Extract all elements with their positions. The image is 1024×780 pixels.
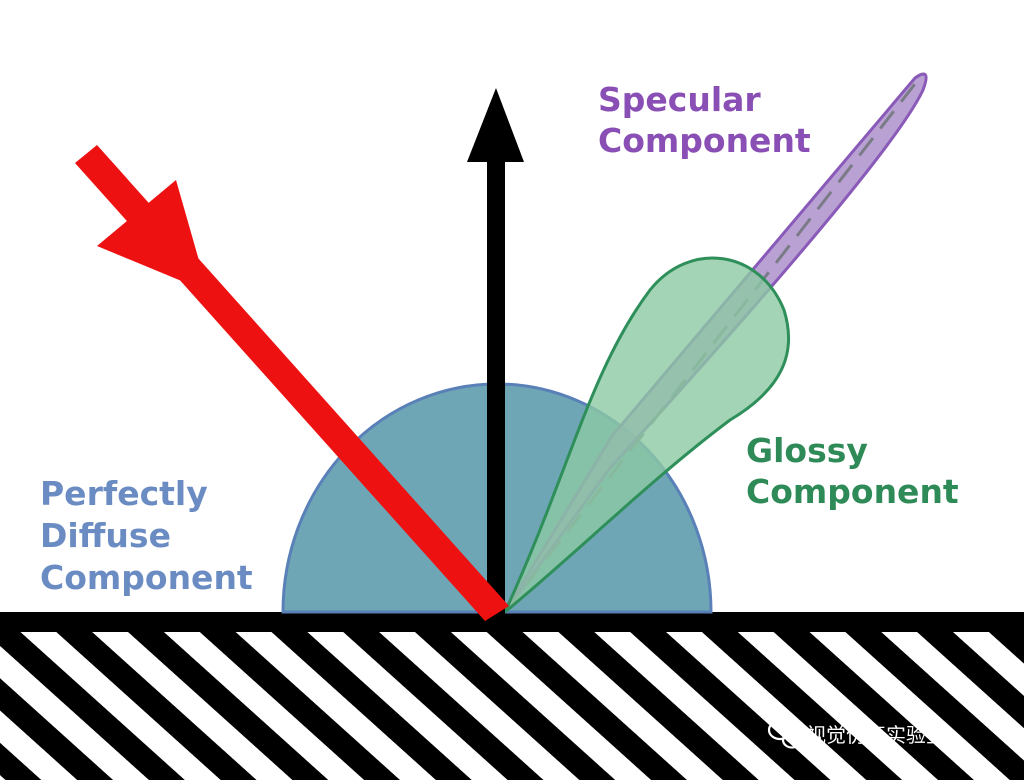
glossy-lobe — [503, 256, 791, 614]
watermark: 视觉仿真实验室 — [767, 719, 946, 749]
diffuse-label-line1: Perfectly — [40, 474, 208, 513]
diffuse-label-line3: Component — [40, 558, 253, 597]
diffuse-label-line2: Diffuse — [40, 516, 171, 555]
incident-ray — [75, 145, 509, 621]
wechat-icon — [767, 719, 803, 749]
glossy-label: Glossy Component — [746, 431, 959, 511]
glossy-label-line1: Glossy — [746, 431, 868, 470]
hatched-surface — [0, 628, 1024, 780]
surface-line — [0, 612, 1024, 632]
watermark-text: 视觉仿真实验室 — [806, 723, 946, 747]
diffuse-label: Perfectly Diffuse Component — [40, 474, 253, 597]
specular-label-line2: Component — [598, 121, 811, 160]
glossy-label-line2: Component — [746, 472, 959, 511]
specular-label: Specular Component — [598, 80, 811, 160]
specular-label-line1: Specular — [598, 80, 761, 119]
surface-normal-arrow — [467, 88, 524, 614]
